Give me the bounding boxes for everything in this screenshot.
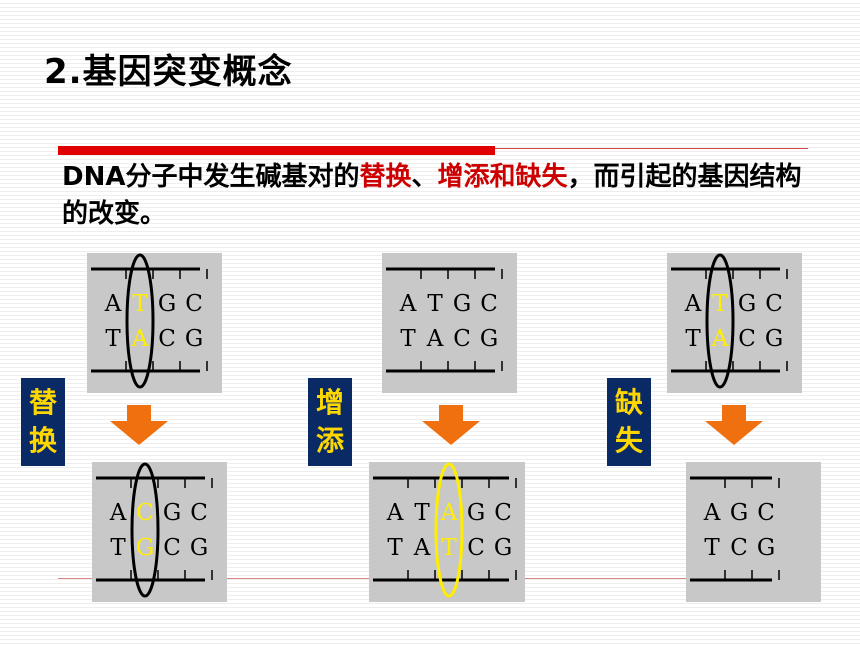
- label-deletion: 缺失: [607, 378, 651, 466]
- arrow-down-icon: [422, 405, 480, 445]
- base-top: C: [136, 500, 154, 526]
- base-top: A: [399, 291, 417, 317]
- definition-suffix: ，而引起的基因结构的改变。: [62, 162, 802, 229]
- definition-highlight-substitution: 替换: [359, 162, 412, 192]
- base-bottom: G: [757, 535, 775, 561]
- base-top: C: [757, 500, 775, 526]
- base-bottom: A: [426, 326, 444, 352]
- base-top: T: [132, 291, 148, 317]
- definition-separator: 、: [411, 162, 438, 192]
- base-top: C: [765, 291, 783, 317]
- base-bottom: C: [453, 326, 471, 352]
- base-bottom: G: [190, 535, 208, 561]
- highlight-ellipse: [130, 462, 160, 598]
- base-top: A: [703, 500, 721, 526]
- divider-line: [495, 148, 808, 149]
- base-top: G: [467, 500, 485, 526]
- base-top: C: [185, 291, 203, 317]
- base-top: C: [480, 291, 498, 317]
- base-bottom: T: [441, 535, 457, 561]
- base-top: T: [712, 291, 728, 317]
- label-substitution: 替换: [21, 378, 65, 466]
- base-bottom: A: [131, 326, 149, 352]
- base-top: G: [738, 291, 756, 317]
- base-bottom: C: [158, 326, 176, 352]
- base-bottom: T: [704, 535, 720, 561]
- base-top: A: [440, 500, 458, 526]
- base-bottom: T: [685, 326, 701, 352]
- base-top: A: [386, 500, 404, 526]
- base-bottom: G: [480, 326, 498, 352]
- definition-text: DNA分子中发生碱基对的替换、增添和缺失，而引起的基因结构的改变。: [62, 159, 802, 233]
- base-bottom: G: [765, 326, 783, 352]
- base-bottom: C: [163, 535, 181, 561]
- base-bottom: C: [738, 326, 756, 352]
- page-title: 2.基因突变概念: [44, 52, 293, 92]
- base-bottom: T: [105, 326, 121, 352]
- base-bottom: A: [413, 535, 431, 561]
- base-top: A: [684, 291, 702, 317]
- base-top: C: [494, 500, 512, 526]
- base-bottom: T: [387, 535, 403, 561]
- base-bottom: G: [185, 326, 203, 352]
- arrow-down-icon: [110, 405, 168, 445]
- definition-highlight-insert-delete: 增添和缺失: [437, 162, 568, 192]
- base-bottom: T: [110, 535, 126, 561]
- base-bottom: A: [711, 326, 729, 352]
- base-bottom: T: [400, 326, 416, 352]
- base-top: G: [730, 500, 748, 526]
- base-bottom: C: [730, 535, 748, 561]
- definition-prefix: DNA分子中发生碱基对的: [62, 162, 360, 192]
- highlight-ellipse: [705, 253, 735, 389]
- label-insertion: 增添: [308, 378, 352, 466]
- base-top: C: [190, 500, 208, 526]
- title-underline: [58, 146, 495, 155]
- base-bottom: G: [494, 535, 512, 561]
- base-bottom: G: [136, 535, 154, 561]
- base-top: T: [414, 500, 430, 526]
- highlight-ellipse: [125, 253, 155, 389]
- base-top: G: [453, 291, 471, 317]
- base-top: G: [163, 500, 181, 526]
- base-bottom: C: [467, 535, 485, 561]
- base-top: A: [109, 500, 127, 526]
- arrow-down-icon: [705, 405, 763, 445]
- base-top: A: [104, 291, 122, 317]
- base-top: T: [427, 291, 443, 317]
- base-top: G: [158, 291, 176, 317]
- highlight-ellipse: [434, 462, 464, 598]
